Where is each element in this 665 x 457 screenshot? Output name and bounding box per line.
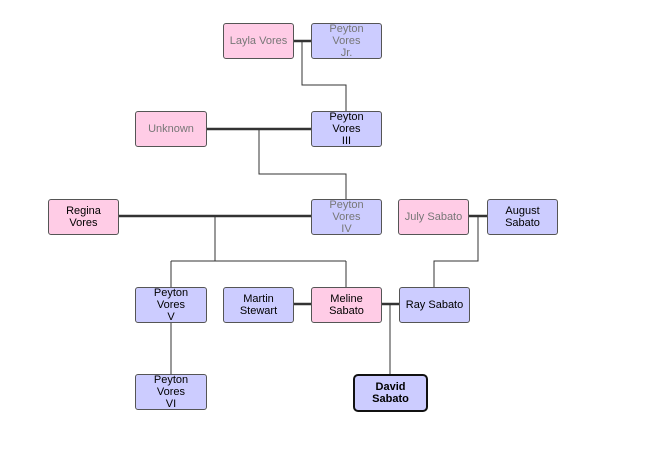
person-martin-stewart[interactable]: Martin Stewart <box>223 287 294 323</box>
child-line <box>258 129 347 200</box>
person-peyton-vores-iii[interactable]: Peyton Vores III <box>311 111 382 147</box>
person-peyton-vores-iv[interactable]: Peyton Vores IV <box>311 199 382 235</box>
person-regina-vores[interactable]: Regina Vores <box>48 199 119 235</box>
person-david-sabato[interactable]: David Sabato <box>353 374 428 412</box>
person-meline-sabato[interactable]: Meline Sabato <box>311 287 382 323</box>
person-layla-vores[interactable]: Layla Vores <box>223 23 294 59</box>
person-unknown[interactable]: Unknown <box>135 111 207 147</box>
child-line <box>433 216 479 287</box>
person-peyton-vores-vi[interactable]: Peyton Vores VI <box>135 374 207 410</box>
person-ray-sabato[interactable]: Ray Sabato <box>399 287 470 323</box>
person-july-sabato[interactable]: July Sabato <box>398 199 469 235</box>
person-august-sabato[interactable]: August Sabato <box>487 199 558 235</box>
person-peyton-vores-v[interactable]: Peyton Vores V <box>135 287 207 323</box>
child-line <box>301 41 347 112</box>
person-peyton-vores-jr[interactable]: Peyton Vores Jr. <box>311 23 382 59</box>
